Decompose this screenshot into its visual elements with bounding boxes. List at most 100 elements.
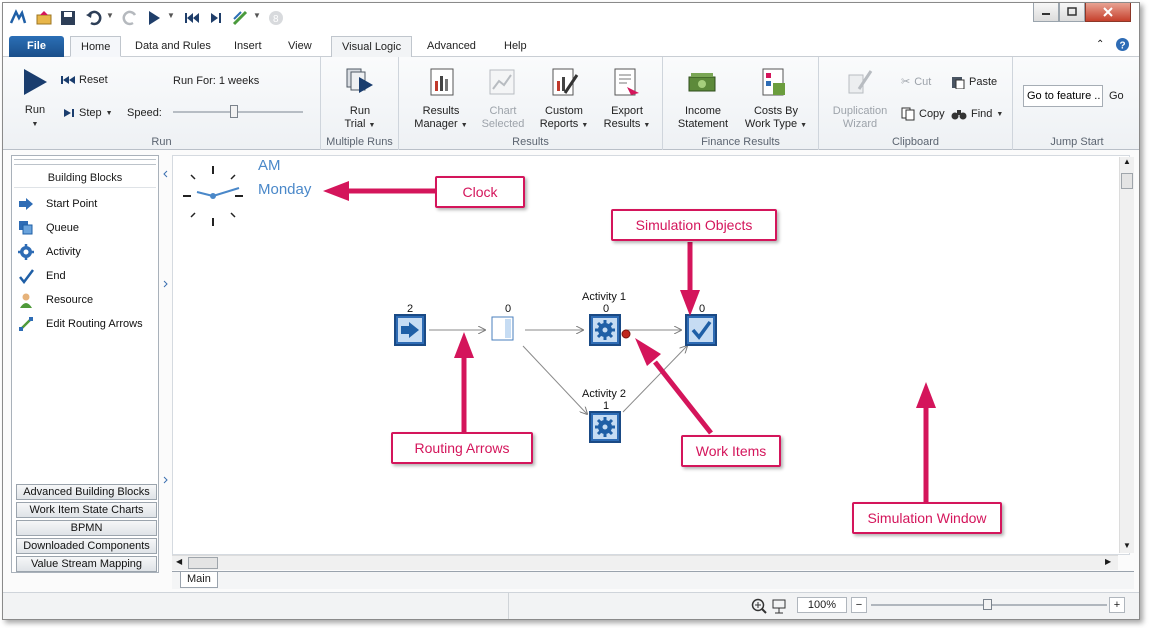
zoom-in-button[interactable]: + [1109, 597, 1125, 613]
work-item-dot[interactable] [621, 329, 631, 339]
custom-reports-icon[interactable] [549, 67, 579, 97]
ribbon-tabs: File Home Data and Rules Insert View Vis… [3, 33, 1139, 57]
panel-splitter[interactable] [162, 155, 169, 573]
find-button[interactable]: Find ▼ [951, 107, 1003, 121]
redo-icon [121, 9, 139, 27]
costs-by-work-type-icon[interactable] [759, 67, 789, 97]
tab-help[interactable]: Help [504, 40, 527, 52]
horizontal-scrollbar[interactable]: ◀ ▶ [172, 555, 1118, 570]
close-button[interactable] [1085, 3, 1131, 22]
results-manager-icon[interactable] [427, 67, 457, 97]
rewind-icon[interactable] [183, 9, 201, 27]
paste-button[interactable]: Paste [951, 75, 997, 89]
open-icon[interactable] [35, 9, 53, 27]
block-end[interactable]: End [18, 266, 66, 286]
tab-visual-logic[interactable]: Visual Logic [331, 36, 413, 57]
vertical-scroll-thumb[interactable] [1121, 173, 1133, 189]
run-trial-icon[interactable] [345, 67, 375, 97]
paste-label: Paste [969, 76, 998, 88]
clock-day: Monday [258, 181, 312, 198]
run-play-icon[interactable] [20, 67, 50, 97]
tab-data-and-rules[interactable]: Data and Rules [135, 40, 211, 52]
zoom-slider[interactable] [871, 599, 1107, 610]
block-edit-routing-arrows[interactable]: Edit Routing Arrows [18, 314, 143, 334]
tab-file[interactable]: File [9, 36, 64, 57]
category-downloaded-components[interactable]: Downloaded Components [16, 538, 157, 554]
reset-button[interactable]: Reset [61, 74, 108, 86]
status-bar: 100% − + [3, 592, 1139, 619]
block-queue[interactable]: Queue [18, 218, 79, 238]
run-icon[interactable] [145, 9, 163, 27]
zoom-fit-icon[interactable] [751, 598, 767, 617]
end-object[interactable] [685, 314, 717, 346]
start-point-object[interactable] [394, 314, 426, 346]
income-statement-button[interactable]: Income Statement [671, 105, 735, 131]
routing-arrows[interactable] [173, 156, 1131, 556]
results-manager-button[interactable]: Results Manager ▼ [414, 105, 468, 130]
scroll-down-icon[interactable]: ▼ [1123, 541, 1131, 550]
tab-home[interactable]: Home [70, 36, 122, 57]
category-work-item-state-charts[interactable]: Work Item State Charts [16, 502, 157, 518]
maximize-button[interactable] [1059, 3, 1085, 22]
step-icon[interactable] [207, 9, 225, 27]
scroll-left-icon[interactable]: ◀ [176, 557, 183, 566]
speed-slider-thumb[interactable] [230, 105, 239, 118]
go-to-feature-input[interactable] [1023, 85, 1103, 107]
tab-insert[interactable]: Insert [234, 40, 262, 52]
income-statement-label-2: Statement [677, 118, 729, 130]
run-button[interactable]: Run▼ [24, 104, 46, 128]
run-for-label[interactable]: Run For: 1 weeks [173, 75, 260, 87]
zoom-out-button[interactable]: − [851, 597, 867, 613]
route-tool-icon[interactable] [231, 9, 249, 27]
start-point-count: 2 [406, 303, 414, 315]
block-activity[interactable]: Activity [18, 242, 81, 262]
activity-gear-icon [18, 244, 34, 260]
category-advanced-building-blocks[interactable]: Advanced Building Blocks [16, 484, 157, 500]
help-icon[interactable]: ? [1115, 37, 1130, 55]
jump-start-group: Go Jump Start [1013, 57, 1139, 150]
custom-reports-button[interactable]: Custom Reports ▼ [539, 105, 589, 130]
export-results-button[interactable]: Export Results ▼ [603, 105, 651, 130]
category-bpmn[interactable]: BPMN [16, 520, 157, 536]
income-statement-icon[interactable] [687, 69, 717, 99]
step-button[interactable]: Step ▼ [63, 107, 113, 119]
category-value-stream-mapping[interactable]: Value Stream Mapping [16, 556, 157, 572]
run-dropdown-icon[interactable]: ▼ [167, 11, 175, 20]
zoom-slider-thumb[interactable] [983, 599, 992, 610]
undo-icon[interactable] [85, 9, 103, 27]
horizontal-scroll-thumb[interactable] [188, 557, 218, 569]
presentation-icon[interactable] [771, 598, 787, 617]
sheet-tab-main[interactable]: Main [180, 572, 218, 588]
tab-view[interactable]: View [288, 40, 312, 52]
tab-advanced[interactable]: Advanced [427, 40, 476, 52]
go-button[interactable]: Go [1109, 90, 1124, 102]
ribbon: Run▼ Reset Step ▼ Speed: Run For: 1 week… [3, 57, 1139, 150]
minimize-button[interactable] [1033, 3, 1059, 22]
routing-arrows-icon [18, 316, 34, 332]
undo-dropdown-icon[interactable]: ▼ [106, 11, 114, 20]
scroll-right-icon[interactable]: ▶ [1105, 557, 1112, 566]
copy-button[interactable]: Copy [901, 107, 945, 121]
activity-2-count: 1 [602, 400, 610, 412]
results-manager-label-2: Manager [414, 118, 458, 130]
qat-customize-icon[interactable]: ▼ [253, 11, 261, 20]
run-group-label: Run [151, 136, 172, 148]
activity-2-object[interactable] [589, 411, 621, 443]
export-results-icon[interactable] [611, 67, 641, 97]
costs-by-work-type-button[interactable]: Costs By Work Type ▼ [744, 105, 808, 130]
multiple-runs-group: Run Trial ▼ Multiple Runs [321, 57, 399, 150]
scroll-up-icon[interactable]: ▲ [1123, 157, 1131, 166]
collapse-ribbon-icon[interactable]: ⌃ [1096, 39, 1105, 50]
simulation-window[interactable]: AM Monday 2 0 Act [172, 155, 1130, 555]
activity-1-object[interactable] [589, 314, 621, 346]
run-trial-button[interactable]: Run Trial ▼ [344, 105, 376, 130]
zoom-level[interactable]: 100% [797, 597, 847, 613]
save-icon[interactable] [59, 9, 77, 27]
speed-slider[interactable] [173, 105, 303, 118]
queue-count: 0 [504, 303, 512, 315]
vertical-scrollbar[interactable]: ▲ ▼ [1119, 157, 1134, 553]
panel-grip[interactable] [14, 159, 156, 165]
block-resource[interactable]: Resource [18, 290, 93, 310]
block-start-point[interactable]: Start Point [18, 194, 97, 214]
queue-object[interactable] [491, 316, 515, 342]
